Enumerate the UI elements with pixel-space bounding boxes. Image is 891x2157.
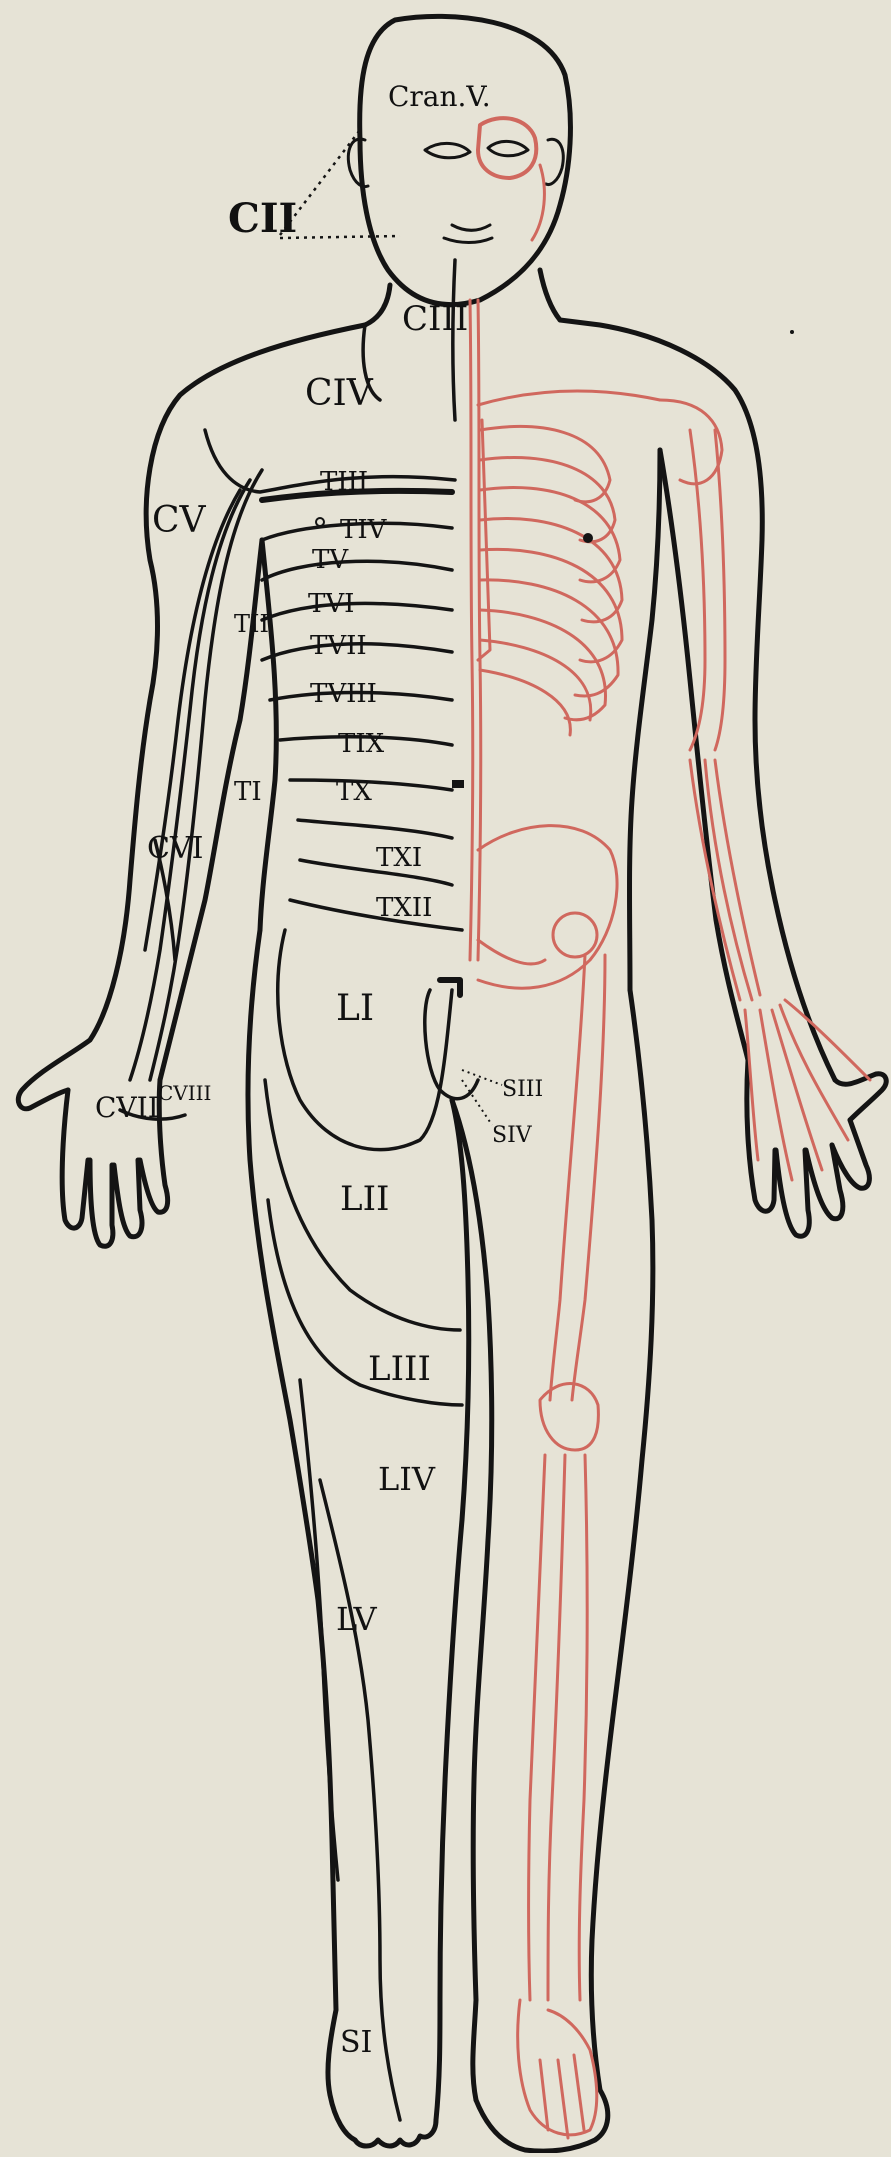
- nipple-marker-left: [316, 518, 324, 526]
- label-t3: TIII: [320, 467, 368, 497]
- sacral-pointer-lines: [462, 1070, 502, 1125]
- label-t1: TI: [234, 777, 262, 807]
- label-l2: LII: [340, 1179, 389, 1219]
- label-s3: SIII: [502, 1077, 543, 1102]
- label-t7: TVII: [310, 631, 367, 661]
- label-l3: LIII: [368, 1349, 431, 1389]
- label-cran-v: Cran.V.: [388, 80, 491, 113]
- label-t2: TII: [234, 610, 269, 638]
- label-t10: TX: [336, 777, 372, 807]
- umbilicus-marker: [452, 780, 464, 788]
- cranial-v-cheek-line: [532, 165, 544, 240]
- stray-dot: [790, 330, 794, 334]
- label-c3: CIII: [402, 299, 468, 339]
- face-features: [348, 139, 563, 242]
- label-c4: CIV: [305, 373, 374, 414]
- label-s4: SIV: [492, 1123, 533, 1148]
- label-c7: CVII: [95, 1091, 159, 1124]
- c2-pointer-lines: [280, 130, 400, 238]
- label-c6: CVI: [147, 831, 203, 866]
- nipple-marker-right: [583, 533, 593, 543]
- label-t5: TV: [312, 545, 349, 575]
- label-t4: TIV: [340, 515, 388, 545]
- label-t11: TXI: [376, 843, 422, 873]
- label-t9: TIX: [338, 729, 385, 759]
- label-t12: TXII: [376, 893, 432, 923]
- label-c5: CV: [152, 500, 207, 541]
- label-c8: CVIII: [158, 1081, 211, 1105]
- label-l5: LV: [336, 1600, 377, 1638]
- label-t8: TVIII: [310, 679, 377, 709]
- label-s1: SI: [340, 2025, 372, 2060]
- label-c2: CII: [228, 195, 297, 242]
- label-t6: TVI: [308, 589, 354, 619]
- label-l4: LIV: [378, 1460, 436, 1498]
- label-l1: LI: [336, 988, 374, 1029]
